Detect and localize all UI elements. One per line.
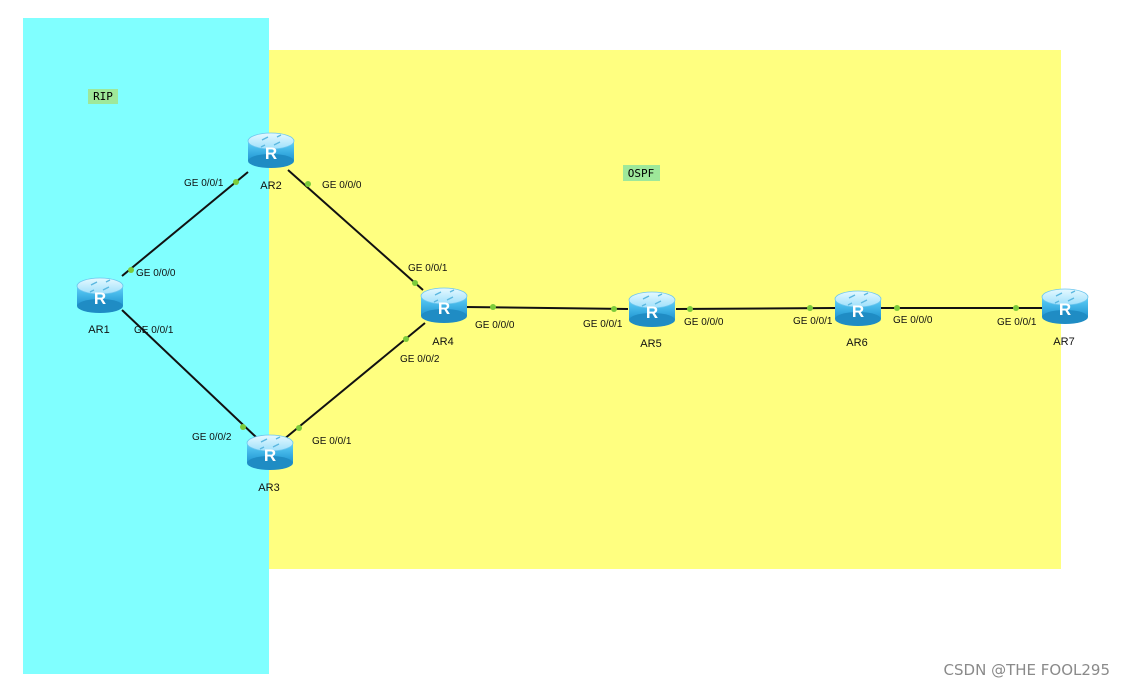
router-ar6[interactable]: AR6 xyxy=(834,290,882,349)
ospf-area-label: OSPF xyxy=(623,165,660,181)
port-dot xyxy=(403,336,409,342)
link-ar2-ar4[interactable] xyxy=(287,169,424,291)
port-dot xyxy=(807,305,813,311)
svg-text:OSPF: OSPF xyxy=(628,167,655,180)
svg-text:RIP: RIP xyxy=(93,90,113,103)
port-label-ar4-ge002: GE 0/0/2 xyxy=(400,354,440,365)
port-label-ar5-ge001: GE 0/0/1 xyxy=(583,319,623,330)
port-dot xyxy=(611,306,617,312)
port-dot xyxy=(687,306,693,312)
port-label-ar3-ge001: GE 0/0/1 xyxy=(312,436,352,447)
rip-area xyxy=(23,18,269,674)
port-dot xyxy=(128,267,134,273)
link-ar3-ar4[interactable] xyxy=(282,322,426,441)
svg-text:AR5: AR5 xyxy=(640,338,661,350)
port-label-ar5-ge000: GE 0/0/0 xyxy=(684,317,724,328)
port-label-ar6-ge000: GE 0/0/0 xyxy=(893,315,933,326)
port-dot xyxy=(412,280,418,286)
port-dot xyxy=(233,179,239,185)
port-label-ar4-ge000: GE 0/0/0 xyxy=(475,320,515,331)
port-label-ar4-ge001: GE 0/0/1 xyxy=(408,263,448,274)
watermark: CSDN @THE FOOL295 xyxy=(943,661,1110,679)
port-label-ar7-ge001: GE 0/0/1 xyxy=(997,317,1037,328)
port-dot xyxy=(305,181,311,187)
port-dot xyxy=(240,424,246,430)
router-ar4[interactable]: AR4 xyxy=(420,287,468,348)
port-dot xyxy=(894,305,900,311)
svg-text:AR1: AR1 xyxy=(88,324,109,336)
svg-text:AR6: AR6 xyxy=(846,337,867,349)
port-dot xyxy=(1013,305,1019,311)
svg-text:AR7: AR7 xyxy=(1053,336,1074,348)
port-dots xyxy=(128,179,1019,431)
router-ar2[interactable]: AR2 xyxy=(247,132,295,192)
router-ar5[interactable]: AR5 xyxy=(628,291,676,350)
router-ar3[interactable]: AR3 xyxy=(246,434,294,494)
svg-text:AR4: AR4 xyxy=(432,336,453,348)
port-label-ar2-ge000: GE 0/0/0 xyxy=(322,180,362,191)
svg-text:AR3: AR3 xyxy=(258,482,279,494)
port-dot xyxy=(490,304,496,310)
link-ar1-ar2[interactable] xyxy=(121,171,249,277)
link-ar1-ar3[interactable] xyxy=(121,309,258,439)
port-label-ar1-ge001: GE 0/0/1 xyxy=(134,325,174,336)
port-label-ar1-ge000: GE 0/0/0 xyxy=(136,268,176,279)
port-label-ar3-ge002: GE 0/0/2 xyxy=(192,432,232,443)
router-ar7[interactable]: AR7 xyxy=(1041,288,1089,348)
svg-text:AR2: AR2 xyxy=(260,180,281,192)
port-labels: GE 0/0/0 GE 0/0/1 GE 0/0/1 GE 0/0/0 GE 0… xyxy=(134,178,1037,447)
rip-area-label: RIP xyxy=(88,89,118,104)
router-ar1[interactable]: AR1 xyxy=(76,277,124,336)
port-label-ar6-ge001: GE 0/0/1 xyxy=(793,316,833,327)
port-label-ar2-ge001: GE 0/0/1 xyxy=(184,178,224,189)
port-dot xyxy=(296,425,302,431)
